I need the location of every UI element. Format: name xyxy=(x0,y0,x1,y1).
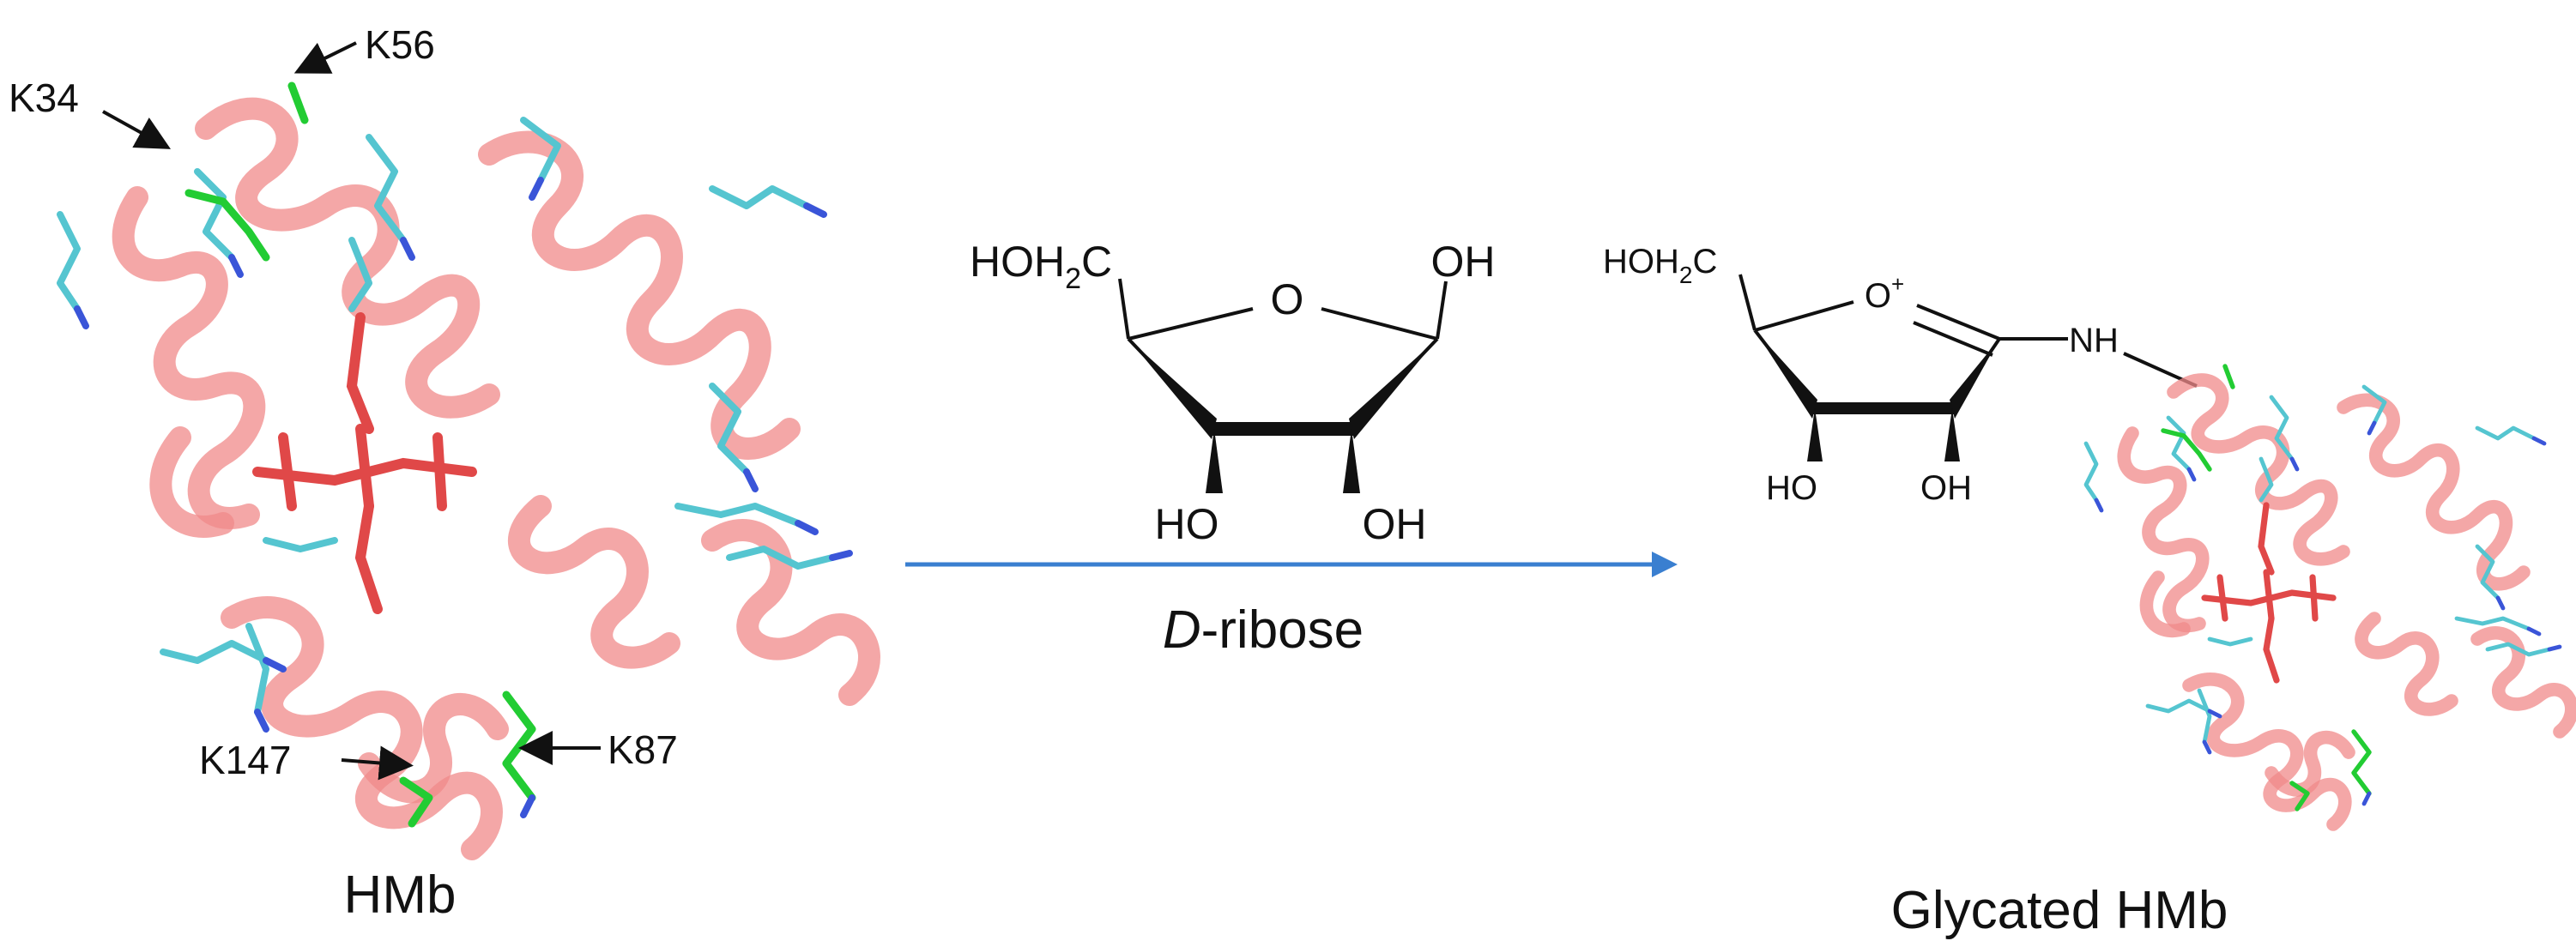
ribose-hydroxyl-wedge-left xyxy=(1206,429,1223,493)
residue-label-k56: K56 xyxy=(365,22,435,67)
hmb-structure xyxy=(60,86,869,849)
ribose-structure: HOH2C O OH HO OH xyxy=(970,238,1496,548)
product-hydroxyl-wedge-left xyxy=(1807,408,1823,461)
product-structure: HOH2C O+ NH HO OH xyxy=(1603,243,2198,507)
product-hoh2c: HOH2C xyxy=(1603,243,1717,288)
residue-label-k87: K87 xyxy=(608,727,678,772)
ribose-ring-oxygen: O xyxy=(1271,275,1304,323)
ribose-wedge-right xyxy=(1349,339,1437,439)
product-c3-oh: HO xyxy=(1766,469,1817,507)
ribose-c2-oh: OH xyxy=(1363,500,1427,548)
product-wedge-right xyxy=(1950,339,1999,419)
residue-label-k34: K34 xyxy=(9,75,79,120)
glycated-hmb-structure xyxy=(2086,366,2572,824)
residue-annotations: K34 K56 K147 K87 xyxy=(9,22,678,782)
reagent-label: D-ribose xyxy=(1163,600,1364,660)
residue-label-k147: K147 xyxy=(199,738,291,782)
ribose-hydroxyl-wedge-right xyxy=(1343,429,1360,493)
ribose-c3-oh: HO xyxy=(1155,500,1219,548)
residue-arrow-k34 xyxy=(102,110,171,149)
product-hydroxyl-wedge-right xyxy=(1944,408,1960,461)
product-amine: NH xyxy=(2069,322,2119,359)
ribose-hoh2c: HOH2C xyxy=(970,238,1112,295)
ribose-anomeric-oh: OH xyxy=(1431,238,1496,286)
residue-arrow-k147 xyxy=(341,745,414,781)
residue-arrow-k56 xyxy=(293,41,357,74)
product-wedge-left xyxy=(1755,330,1817,419)
product-c2-oh: OH xyxy=(1920,469,1972,507)
product-ring-oxonium: O+ xyxy=(1865,271,1904,315)
ribose-wedge-left xyxy=(1128,339,1217,439)
glycated-hmb-label: Glycated HMb xyxy=(1891,881,2228,940)
hmb-label: HMb xyxy=(344,866,457,925)
